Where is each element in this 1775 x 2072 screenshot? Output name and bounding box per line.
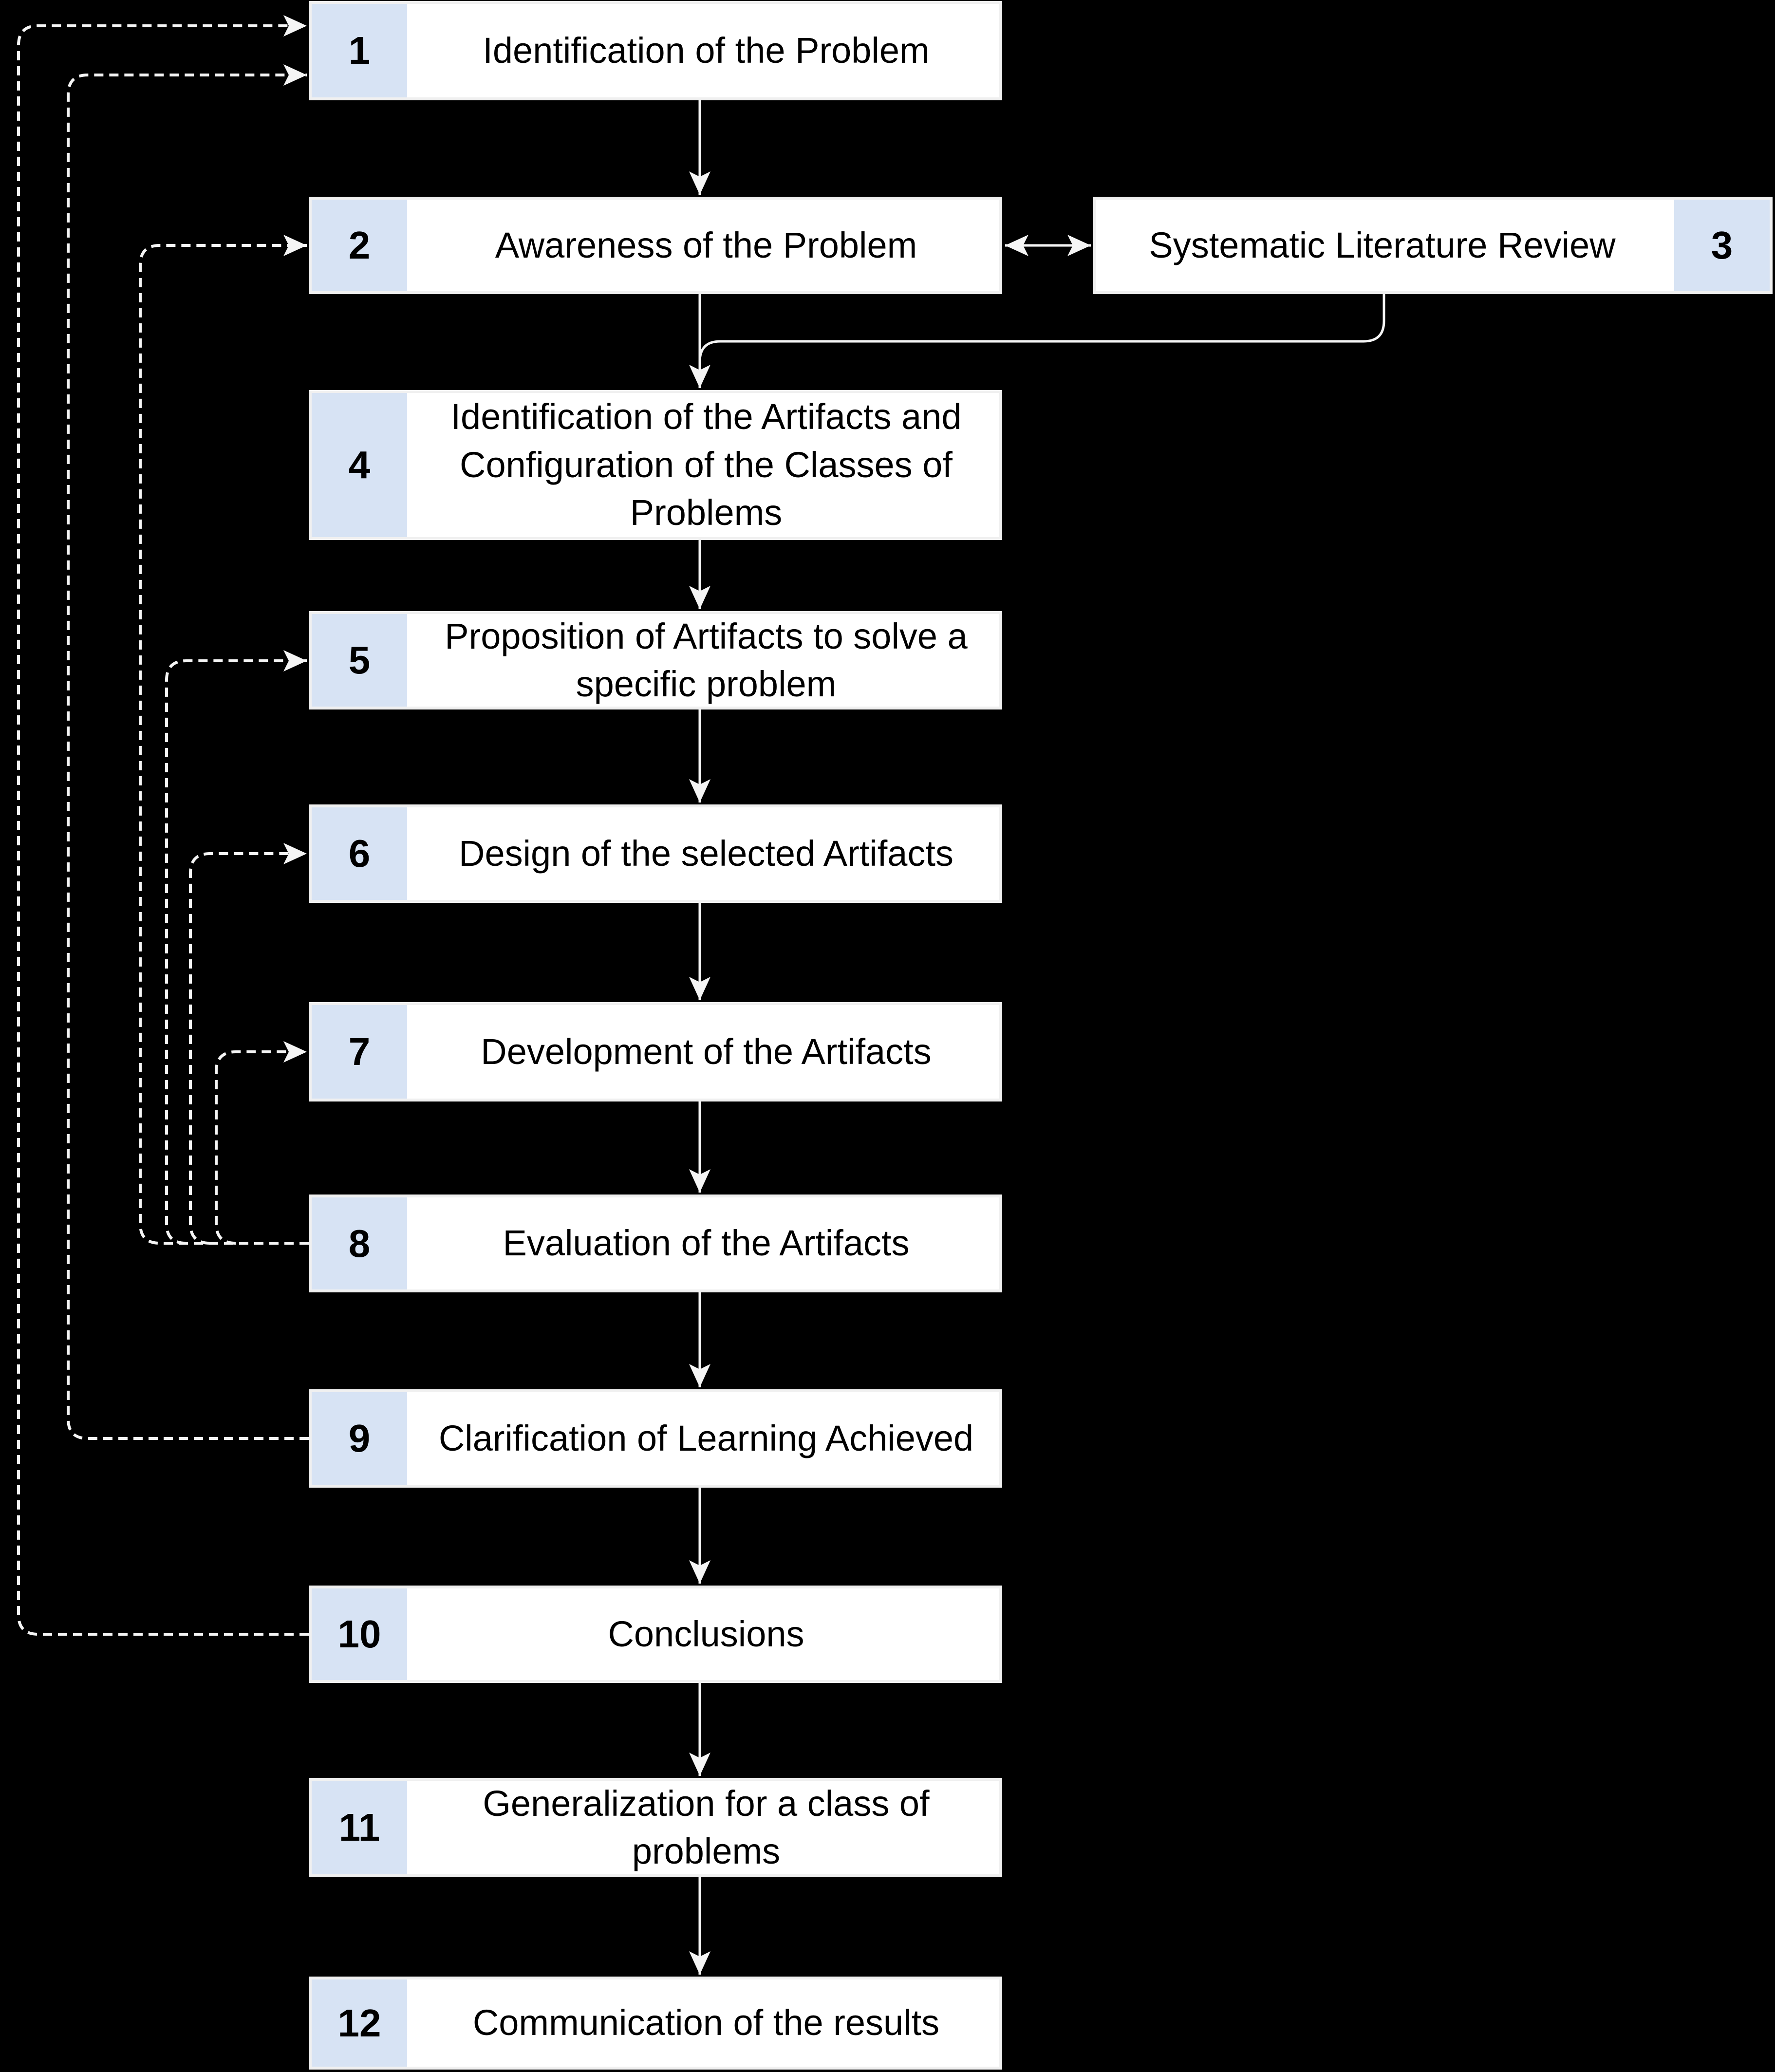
- node-clarification-of-learning-achieved: 9 Clarification of Learning Achieved: [309, 1389, 1002, 1488]
- node-development-of-the-artifacts: 7 Development of the Artifacts: [309, 1002, 1002, 1101]
- node-9-label: Clarification of Learning Achieved: [438, 1418, 974, 1458]
- node-3-label: Systematic Literature Review: [1149, 224, 1616, 265]
- node-proposition-of-artifacts: 5 Proposition of Artifacts to solve a sp…: [309, 611, 1002, 709]
- node-6-number-badge: 6: [312, 807, 407, 900]
- node-4-number-badge: 4: [312, 393, 407, 537]
- node-3-number-badge: 3: [1674, 200, 1770, 291]
- edge-3-4-merge: [698, 294, 1385, 373]
- node-9-number-badge: 9: [312, 1392, 407, 1485]
- node-6-label: Design of the selected Artifacts: [459, 833, 953, 874]
- node-1-number-badge: 1: [312, 4, 407, 97]
- edge-8-5-feedback: [165, 650, 307, 1245]
- edge-9-1-feedback: [67, 64, 309, 1440]
- node-4-label: Identification of the Artifacts and Conf…: [450, 396, 962, 533]
- node-2-number-badge: 2: [312, 200, 407, 291]
- node-10-label: Conclusions: [608, 1613, 804, 1654]
- node-conclusions: 10 Conclusions: [309, 1586, 1002, 1683]
- edge-8-6-feedback: [189, 843, 307, 1245]
- node-identification-of-artifacts-and-classes-of-problems: 4 Identification of the Artifacts and Co…: [309, 390, 1002, 540]
- node-generalization-for-class-of-problems: 11 Generalization for a class of problem…: [309, 1778, 1002, 1877]
- node-identification-of-the-problem: 1 Identification of the Problem: [309, 1, 1002, 100]
- node-1-label: Identification of the Problem: [483, 30, 930, 71]
- node-5-number-badge: 5: [312, 614, 407, 707]
- edge-8-7-feedback: [215, 1041, 307, 1245]
- node-8-label: Evaluation of the Artifacts: [503, 1223, 910, 1264]
- node-10-number-badge: 10: [312, 1588, 407, 1680]
- node-12-number-badge: 12: [312, 1979, 407, 2067]
- node-systematic-literature-review: 3 Systematic Literature Review: [1093, 197, 1773, 294]
- node-7-number-badge: 7: [312, 1005, 407, 1099]
- edge-8-2-feedback: [139, 235, 309, 1245]
- node-12-label: Communication of the results: [472, 2002, 940, 2043]
- node-7-label: Development of the Artifacts: [481, 1031, 932, 1072]
- node-5-label: Proposition of Artifacts to solve a spec…: [445, 616, 968, 704]
- node-awareness-of-the-problem: 2 Awareness of the Problem: [309, 197, 1002, 294]
- node-evaluation-of-the-artifacts: 8 Evaluation of the Artifacts: [309, 1195, 1002, 1292]
- node-design-of-selected-artifacts: 6 Design of the selected Artifacts: [309, 804, 1002, 903]
- node-communication-of-the-results: 12 Communication of the results: [309, 1977, 1002, 2070]
- node-8-number-badge: 8: [312, 1197, 407, 1289]
- edge-10-1-feedback: [17, 15, 309, 1636]
- node-2-label: Awareness of the Problem: [495, 224, 917, 265]
- node-11-number-badge: 11: [312, 1781, 407, 1874]
- node-11-label: Generalization for a class of problems: [483, 1783, 930, 1871]
